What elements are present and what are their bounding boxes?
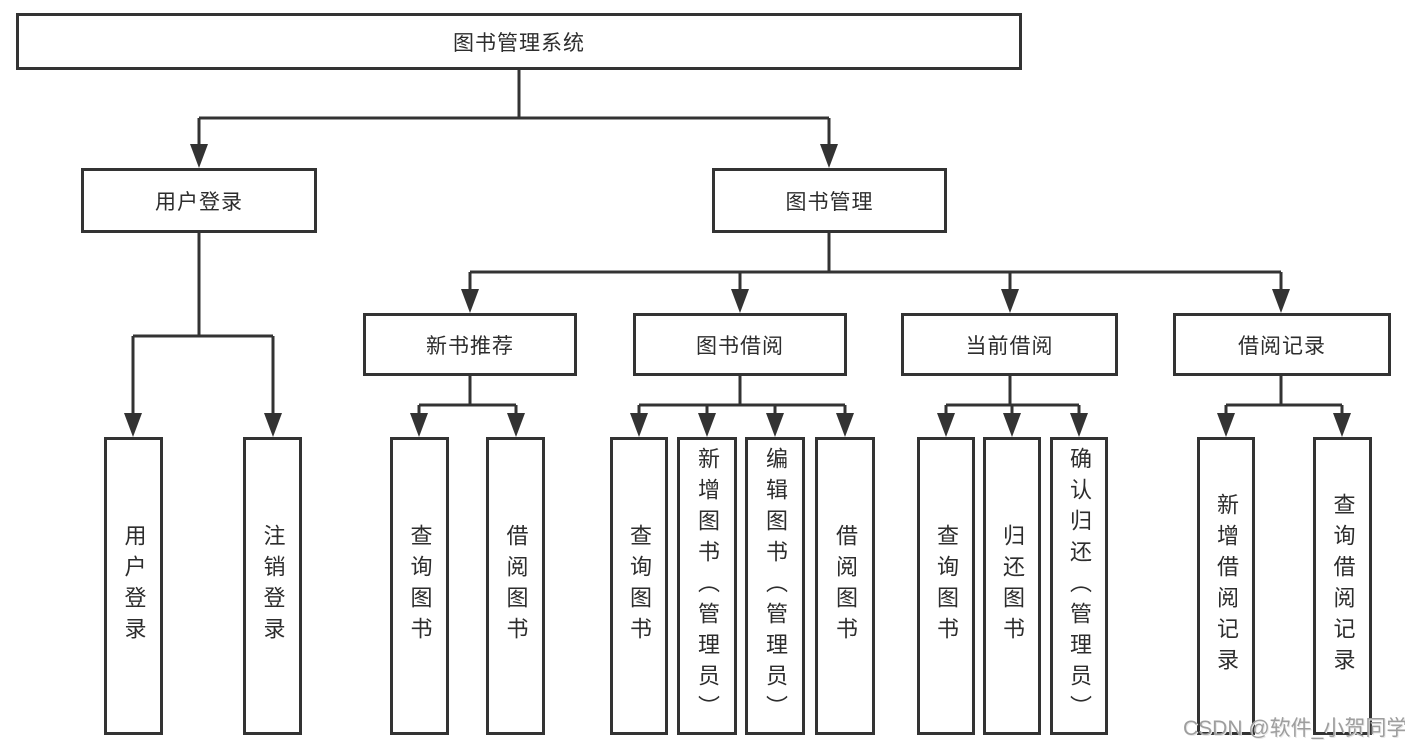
node-label: 查询图书 xyxy=(407,524,433,648)
node-label: 图书管理 xyxy=(785,190,874,214)
leaf-return-book: 归还图书 xyxy=(983,437,1041,735)
leaf-add-book-admin: 新增图书（管理员） xyxy=(677,437,737,735)
node-label: 图书借阅 xyxy=(696,334,784,358)
leaf-borrow-books-newbook: 借阅图书 xyxy=(486,437,545,735)
arrowheads xyxy=(124,144,1351,437)
node-current-borrowing: 当前借阅 xyxy=(901,313,1118,376)
node-label: 确认归还（管理员） xyxy=(1067,446,1092,726)
node-book-borrowing: 图书借阅 xyxy=(633,313,847,376)
leaf-edit-book-admin: 编辑图书（管理员） xyxy=(745,437,805,735)
node-label: 新书推荐 xyxy=(426,334,514,358)
node-label: 新增借阅记录 xyxy=(1214,493,1239,679)
node-label: 编辑图书（管理员） xyxy=(763,446,788,726)
node-new-book-recommend: 新书推荐 xyxy=(363,313,577,376)
leaf-confirm-return-admin: 确认归还（管理员） xyxy=(1050,437,1108,735)
node-label: 归还图书 xyxy=(1000,524,1025,648)
leaf-user-login: 用户登录 xyxy=(104,437,163,735)
node-label: 查询图书 xyxy=(934,524,959,648)
leaf-logout: 注销登录 xyxy=(243,437,302,735)
node-label: 借阅图书 xyxy=(833,524,858,648)
node-label: 借阅图书 xyxy=(503,524,529,648)
leaf-add-borrow-record: 新增借阅记录 xyxy=(1197,437,1255,735)
leaf-query-books-borrow: 查询图书 xyxy=(610,437,668,735)
node-label: 借阅记录 xyxy=(1238,334,1326,358)
node-borrowing-records: 借阅记录 xyxy=(1173,313,1391,376)
node-label: 用户登录 xyxy=(155,190,243,214)
leaf-query-books-newbook: 查询图书 xyxy=(390,437,449,735)
node-label: 查询图书 xyxy=(627,524,652,648)
node-book-management: 图书管理 xyxy=(712,168,947,233)
leaf-query-books-current: 查询图书 xyxy=(917,437,975,735)
node-label: 注销登录 xyxy=(260,524,286,648)
node-user-login: 用户登录 xyxy=(81,168,317,233)
leaf-borrow-books: 借阅图书 xyxy=(815,437,875,735)
node-label: 用户登录 xyxy=(121,524,147,648)
node-label: 图书管理系统 xyxy=(453,31,585,55)
leaf-query-borrow-record: 查询借阅记录 xyxy=(1313,437,1372,735)
node-root-system: 图书管理系统 xyxy=(16,13,1022,70)
csdn-watermark: CSDN @软件_小贺同学 xyxy=(1183,717,1405,740)
node-label: 新增图书（管理员） xyxy=(695,446,720,726)
node-label: 当前借阅 xyxy=(965,334,1054,358)
node-label: 查询借阅记录 xyxy=(1330,493,1356,679)
